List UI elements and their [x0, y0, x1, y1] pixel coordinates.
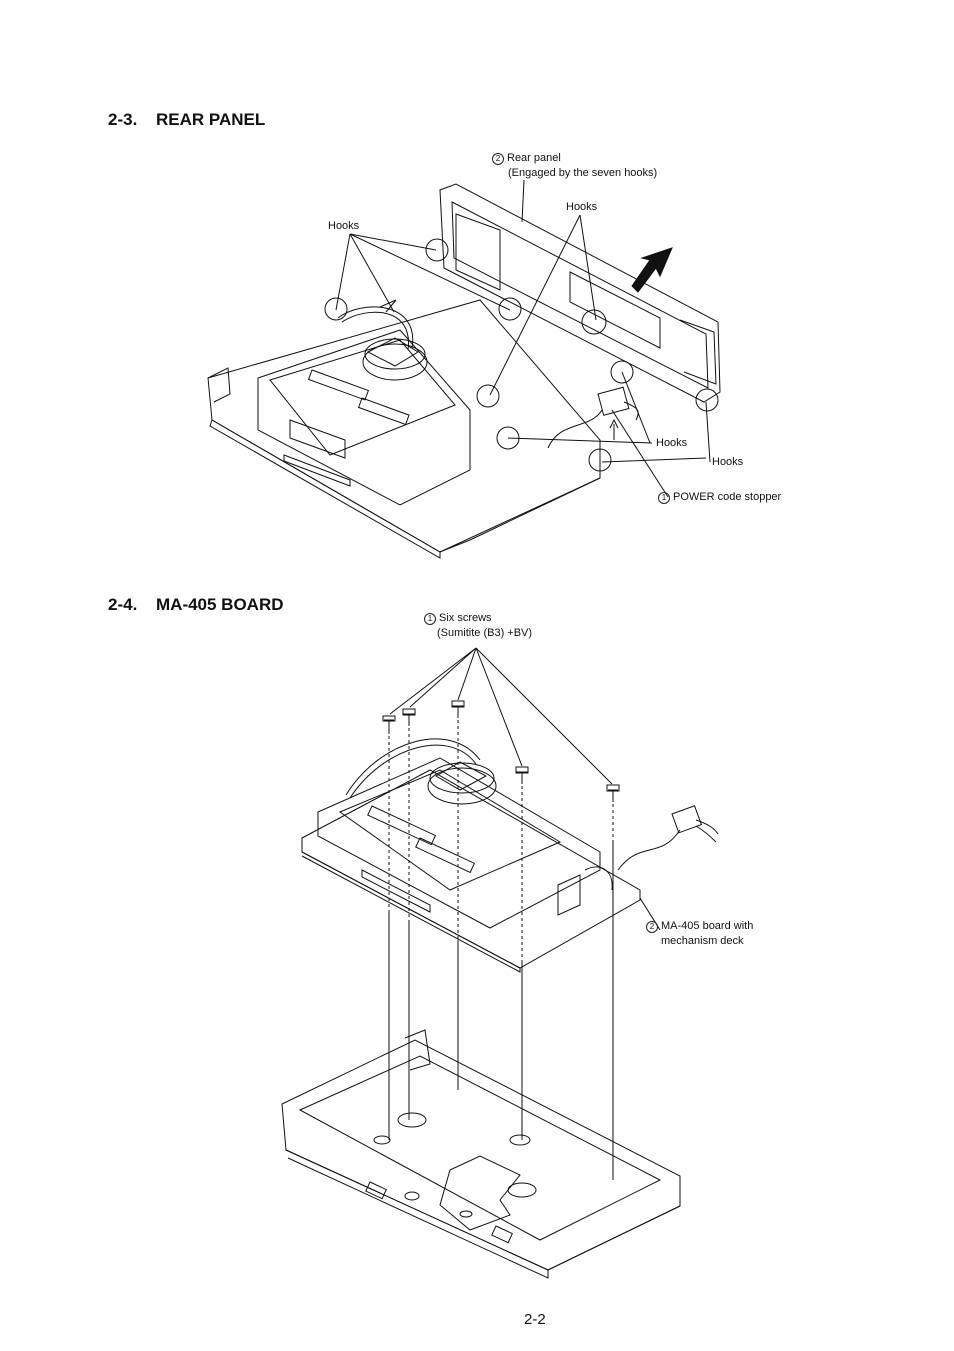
hook-circle	[589, 449, 611, 471]
motion-arrow-up	[610, 420, 618, 440]
board-front-edge	[302, 852, 520, 972]
rear-panel-right-lip	[680, 320, 716, 384]
label-six-screws-note: (Sumitite (B3) +BV)	[437, 627, 533, 639]
screw-drop-lines	[389, 720, 613, 960]
rear-panel-inner	[452, 202, 708, 388]
rear-panel	[440, 184, 720, 402]
board-cable-2	[350, 745, 476, 798]
board-cord-wires	[696, 820, 718, 842]
leader-hooks-left	[336, 234, 510, 312]
power-cord-stopper	[598, 387, 629, 415]
mech-cassette	[290, 420, 345, 458]
screw-icon	[403, 709, 415, 726]
bottom-chassis-inner	[300, 1056, 660, 1240]
deck-slot-1	[368, 806, 436, 845]
section-number: 2-4.	[108, 595, 138, 614]
bottom-chassis-right	[548, 1198, 680, 1270]
leader-hooks-top	[490, 215, 596, 395]
head-drum-top	[365, 339, 425, 369]
hook-circle	[325, 298, 347, 320]
leader-hooks-mid	[508, 372, 652, 443]
callout-number: 1	[658, 492, 670, 504]
board-power-cord	[618, 830, 680, 870]
leader-stopper	[612, 410, 668, 497]
section-number: 2-3.	[108, 110, 138, 129]
chassis-back-lip	[208, 368, 230, 402]
chassis-hole	[508, 1183, 536, 1197]
board-outline	[302, 770, 640, 968]
leader-hooks-right	[602, 402, 710, 462]
motion-arrow-small	[380, 300, 396, 312]
screw-icon	[452, 701, 464, 718]
callout-number: 2	[492, 153, 504, 165]
power-cord	[548, 410, 602, 448]
screw-icon	[607, 785, 619, 802]
chassis-hole	[510, 1135, 530, 1145]
screw-icon	[516, 767, 528, 784]
board-cord-stopper	[672, 806, 701, 833]
chassis-hole	[398, 1113, 426, 1127]
bottom-chassis-front	[286, 1150, 548, 1278]
chassis-boss	[366, 1182, 387, 1199]
removal-arrow	[632, 248, 672, 292]
callout-number: 1	[424, 613, 436, 625]
board-capacitors	[558, 867, 612, 915]
deck-body	[318, 758, 600, 928]
leader-screws	[390, 648, 612, 784]
bottom-chassis-cutout	[440, 1156, 520, 1230]
label-hooks-left: Hooks	[328, 220, 360, 232]
chassis-hole	[460, 1211, 472, 1217]
mech-rail	[284, 455, 350, 486]
label-hooks-mid: Hooks	[656, 437, 688, 449]
hook-circle	[499, 298, 521, 320]
label-hooks-top: Hooks	[566, 201, 598, 213]
rear-panel-terminals	[570, 272, 660, 348]
guide-lines	[389, 840, 613, 1180]
leader-rear-panel	[522, 180, 524, 222]
chassis-hole	[405, 1192, 419, 1200]
callout-number: 2	[646, 921, 658, 933]
screw-icon	[383, 716, 395, 734]
hook-circle	[611, 361, 633, 383]
section-heading-rear-panel: 2-3. REAR PANEL	[108, 110, 265, 130]
chassis-right-edge	[440, 470, 600, 552]
deck-slot-2	[416, 838, 475, 872]
cable-loop-2	[342, 312, 409, 350]
mech-deck-inner	[270, 340, 455, 455]
page-number: 2-2	[524, 1311, 546, 1328]
mech-slot-2	[359, 398, 409, 424]
board-drum-cover	[436, 762, 486, 790]
label-ma405-board-note: mechanism deck	[661, 935, 744, 947]
section-heading-ma405-board: 2-4. MA-405 BOARD	[108, 595, 284, 615]
chassis-boss	[492, 1226, 513, 1243]
board-drum	[428, 768, 496, 804]
label-rear-panel-note: (Engaged by the seven hooks)	[508, 167, 658, 179]
mech-deck	[258, 330, 470, 505]
board-cable	[346, 739, 480, 795]
deck-inner	[340, 770, 560, 890]
label-hooks-right: Hooks	[712, 456, 744, 468]
chassis-front-edge	[210, 420, 440, 558]
hook-circle	[426, 239, 448, 261]
section-title: MA-405 BOARD	[156, 595, 284, 614]
mech-slot-1	[309, 370, 369, 400]
head-drum	[363, 344, 427, 380]
rear-panel-box	[456, 214, 500, 290]
section-title: REAR PANEL	[156, 110, 266, 129]
rear-panel-diagram	[0, 0, 954, 600]
bottom-chassis-back-lip	[405, 1030, 430, 1070]
deck-rail	[362, 870, 430, 912]
hook-circle	[477, 385, 499, 407]
drum-cover	[368, 338, 418, 366]
chassis-hole	[374, 1136, 390, 1144]
